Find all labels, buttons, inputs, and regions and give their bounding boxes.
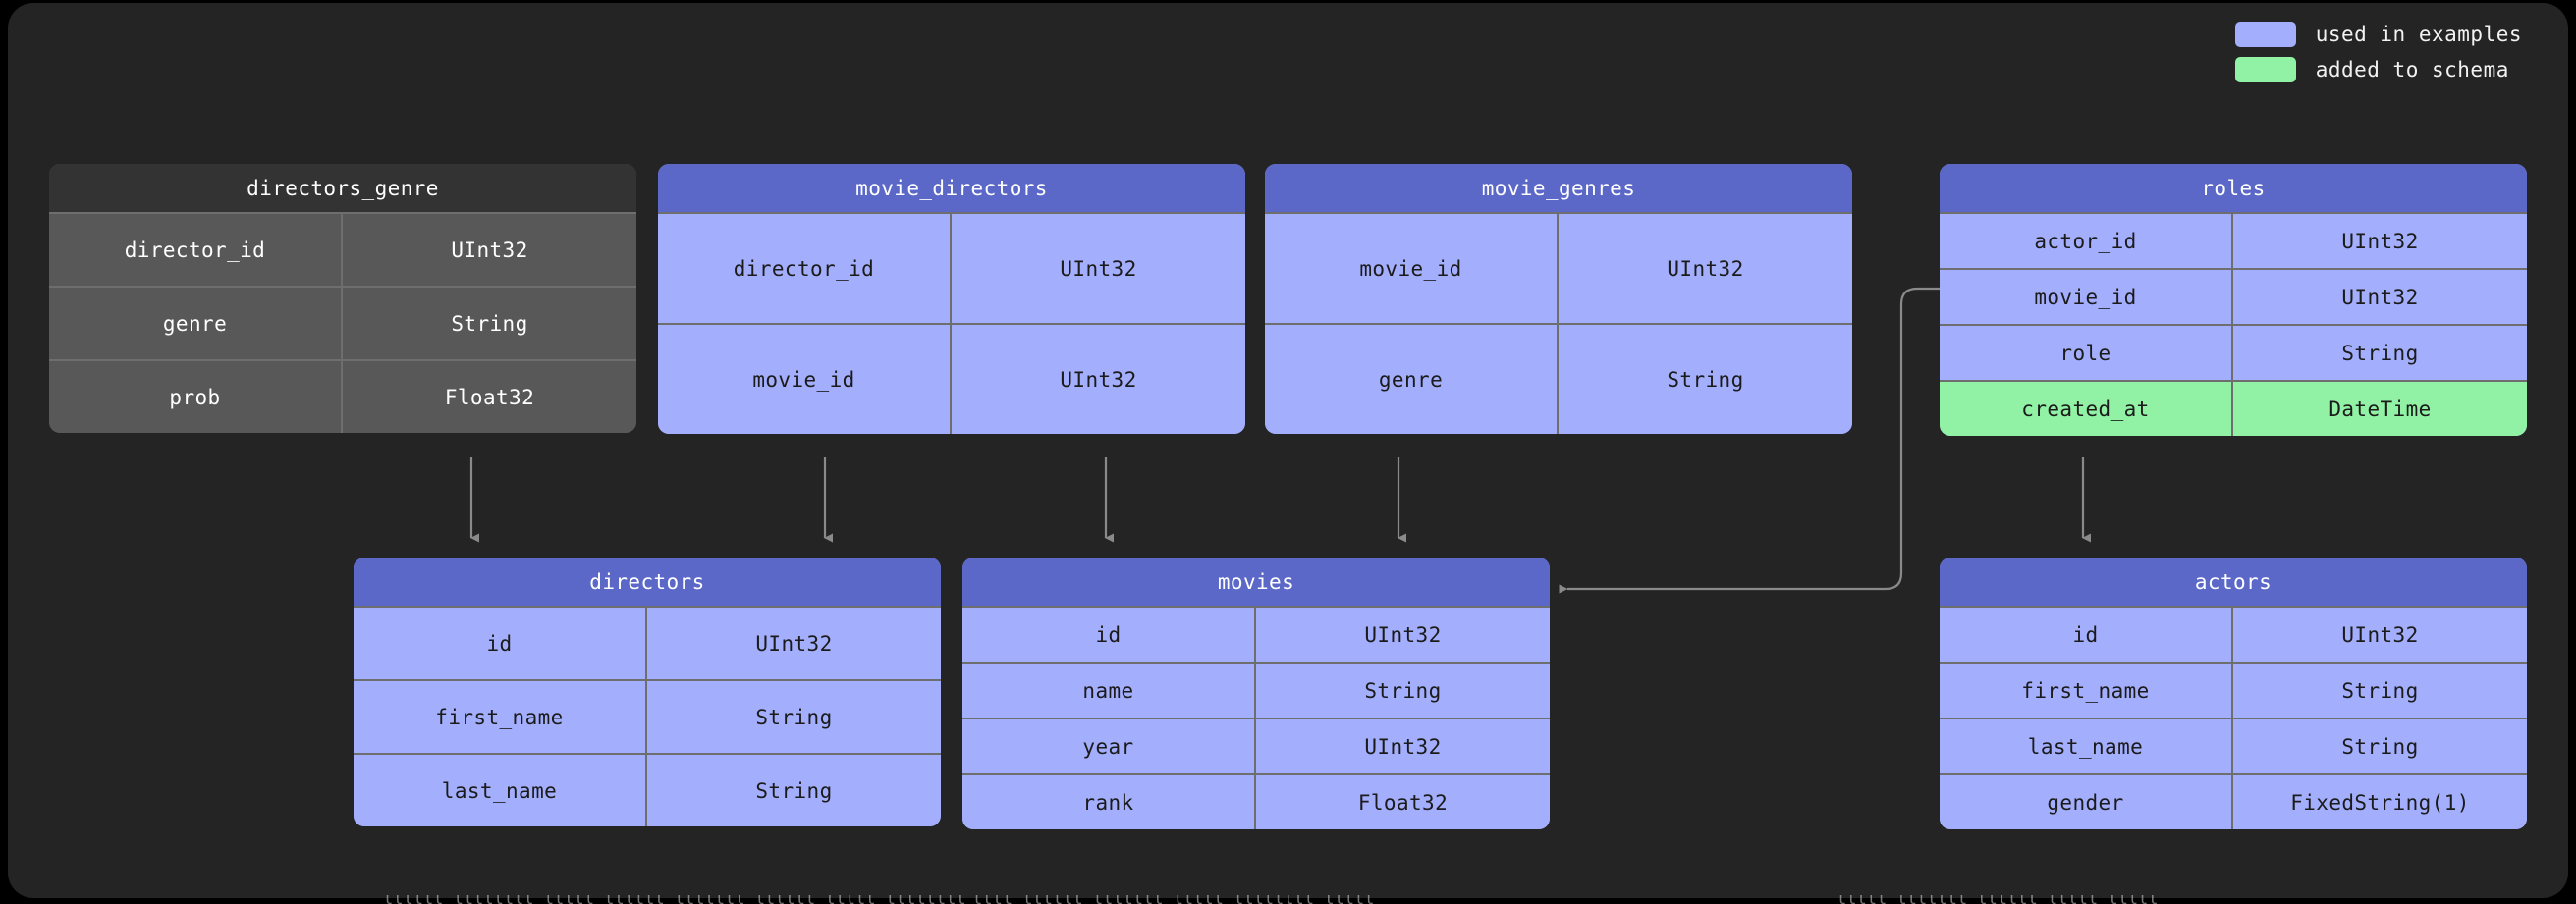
column-type: UInt32 xyxy=(2233,270,2527,324)
column-name: id xyxy=(962,608,1256,662)
table-title-directors: directors xyxy=(354,558,941,606)
column-name: movie_id xyxy=(1265,214,1559,323)
legend-item-added-to-schema: added to schema xyxy=(2234,57,2509,82)
column-name: first_name xyxy=(1940,664,2233,718)
table-directors[interactable]: directors id UInt32 first_name String la… xyxy=(354,558,941,826)
table-title-movie-directors: movie_directors xyxy=(658,164,1245,212)
column-type: String xyxy=(1256,664,1550,718)
blue-swatch xyxy=(2234,22,2296,47)
column-type: UInt32 xyxy=(2233,608,2527,662)
column-name: year xyxy=(962,719,1256,773)
column-name: movie_id xyxy=(1940,270,2233,324)
legend-item-used-in-examples: used in examples xyxy=(2234,22,2522,47)
column-type: UInt32 xyxy=(1256,719,1550,773)
table-title-roles: roles xyxy=(1940,164,2527,212)
table-directors-genre[interactable]: directors_genre director_id UInt32 genre… xyxy=(49,164,636,433)
table-actors[interactable]: actors id UInt32 first_name String last_… xyxy=(1940,558,2527,829)
table-row[interactable]: movie_id UInt32 xyxy=(1940,268,2527,324)
table-row[interactable]: first_name String xyxy=(354,679,941,753)
column-type: UInt32 xyxy=(952,325,1245,434)
table-movie-genres[interactable]: movie_genres movie_id UInt32 genre Strin… xyxy=(1265,164,1852,434)
table-row[interactable]: rank Float32 xyxy=(962,773,1550,829)
column-name: director_id xyxy=(658,214,952,323)
table-row[interactable]: id UInt32 xyxy=(354,606,941,679)
column-type: UInt32 xyxy=(952,214,1245,323)
table-row[interactable]: role String xyxy=(1940,324,2527,380)
column-type: UInt32 xyxy=(343,214,636,286)
column-type: Float32 xyxy=(343,361,636,433)
column-type: FixedString(1) xyxy=(2233,775,2527,829)
table-row[interactable]: genre String xyxy=(1265,323,1852,434)
table-row[interactable]: last_name String xyxy=(354,753,941,826)
column-name: director_id xyxy=(49,214,343,286)
column-name: movie_id xyxy=(658,325,952,434)
column-name: name xyxy=(962,664,1256,718)
table-row[interactable]: gender FixedString(1) xyxy=(1940,773,2527,829)
column-name: created_at xyxy=(1940,382,2233,436)
table-roles[interactable]: roles actor_id UInt32 movie_id UInt32 ro… xyxy=(1940,164,2527,436)
table-row[interactable]: movie_id UInt32 xyxy=(658,323,1245,434)
column-name: actor_id xyxy=(1940,214,2233,268)
table-title-directors-genre: directors_genre xyxy=(49,164,636,212)
legend: used in examples added to schema xyxy=(2234,22,2522,82)
column-name: prob xyxy=(49,361,343,433)
column-type: String xyxy=(343,288,636,359)
table-row[interactable]: movie_id UInt32 xyxy=(1265,212,1852,323)
table-row[interactable]: genre String xyxy=(49,286,636,359)
column-type: String xyxy=(2233,664,2527,718)
column-type: String xyxy=(1559,325,1852,434)
column-type: DateTime xyxy=(2233,382,2527,436)
table-title-movies: movies xyxy=(962,558,1550,606)
column-name: gender xyxy=(1940,775,2233,829)
column-name: role xyxy=(1940,326,2233,380)
cut-off-text-sliver: llllll llllllll lllll llllll lllllll lll… xyxy=(383,895,2180,904)
table-row[interactable]: director_id UInt32 xyxy=(658,212,1245,323)
table-row-highlighted[interactable]: created_at DateTime xyxy=(1940,380,2527,436)
table-row[interactable]: year UInt32 xyxy=(962,718,1550,773)
column-name: id xyxy=(1940,608,2233,662)
table-movie-directors[interactable]: movie_directors director_id UInt32 movie… xyxy=(658,164,1245,434)
table-row[interactable]: first_name String xyxy=(1940,662,2527,718)
table-row[interactable]: id UInt32 xyxy=(1940,606,2527,662)
column-name: rank xyxy=(962,775,1256,829)
column-type: UInt32 xyxy=(1256,608,1550,662)
column-name: id xyxy=(354,608,647,679)
legend-label-used-in-examples: used in examples xyxy=(2315,23,2522,46)
column-type: UInt32 xyxy=(647,608,941,679)
column-type: String xyxy=(647,755,941,826)
column-name: genre xyxy=(49,288,343,359)
table-title-actors: actors xyxy=(1940,558,2527,606)
column-name: genre xyxy=(1265,325,1559,434)
legend-label-added-to-schema: added to schema xyxy=(2315,58,2509,81)
column-type: String xyxy=(2233,326,2527,380)
table-row[interactable]: id UInt32 xyxy=(962,606,1550,662)
green-swatch xyxy=(2234,57,2296,82)
column-type: String xyxy=(2233,719,2527,773)
column-type: UInt32 xyxy=(2233,214,2527,268)
column-name: first_name xyxy=(354,681,647,753)
table-title-movie-genres: movie_genres xyxy=(1265,164,1852,212)
column-type: UInt32 xyxy=(1559,214,1852,323)
table-row[interactable]: prob Float32 xyxy=(49,359,636,433)
table-row[interactable]: actor_id UInt32 xyxy=(1940,212,2527,268)
table-row[interactable]: director_id UInt32 xyxy=(49,212,636,286)
table-row[interactable]: last_name String xyxy=(1940,718,2527,773)
column-name: last_name xyxy=(354,755,647,826)
table-movies[interactable]: movies id UInt32 name String year UInt32… xyxy=(962,558,1550,829)
column-type: Float32 xyxy=(1256,775,1550,829)
column-name: last_name xyxy=(1940,719,2233,773)
column-type: String xyxy=(647,681,941,753)
table-row[interactable]: name String xyxy=(962,662,1550,718)
